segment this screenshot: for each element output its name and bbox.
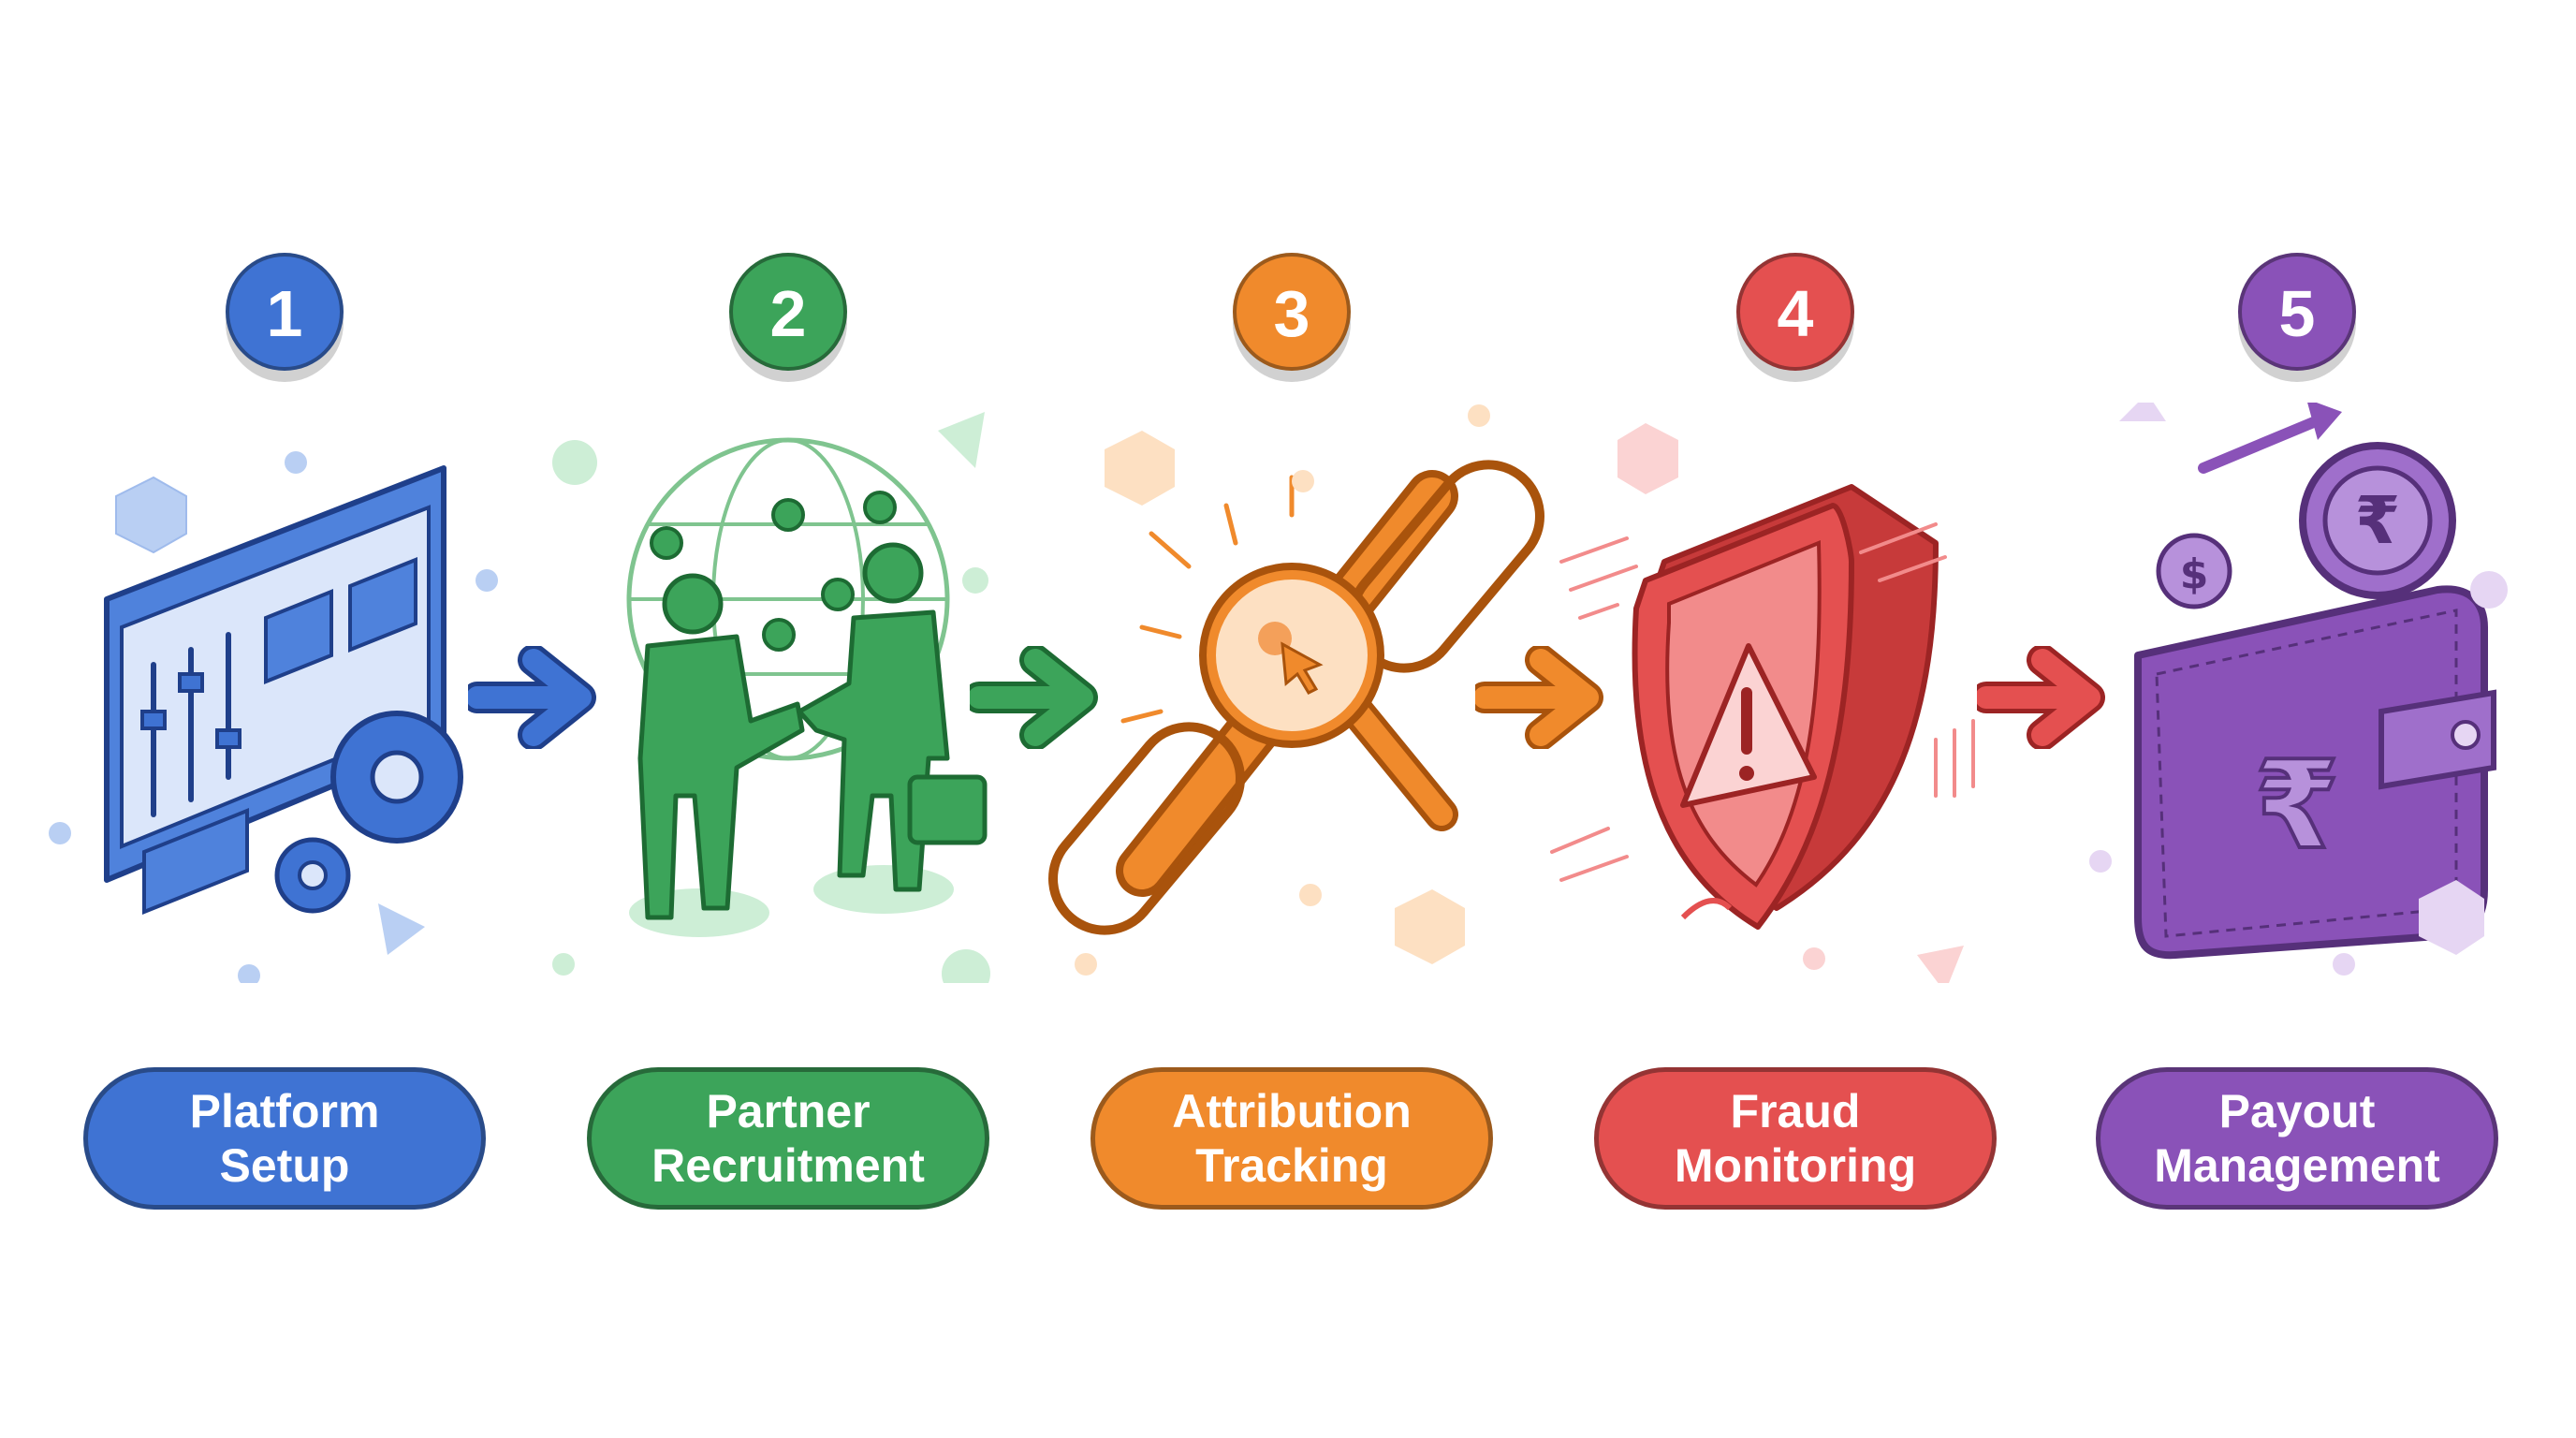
step-2: 2 Pa — [535, 0, 1041, 1438]
shield-warning-icon — [1550, 423, 1975, 983]
step-4-number: 4 — [1777, 277, 1814, 350]
step-4-label: Fraud Monitoring — [1594, 1067, 1997, 1210]
step-3-number: 3 — [1273, 277, 1310, 350]
step-1-number-badge: 1 — [226, 253, 344, 371]
svg-text:₹: ₹ — [2255, 734, 2339, 876]
step-4: 4 Fraud Monitoring — [1543, 0, 2048, 1438]
step-2-label: Partner Recruitment — [587, 1067, 989, 1210]
step-1-label-line2: Setup — [219, 1139, 350, 1192]
step-1-label: Platform Setup — [83, 1067, 486, 1210]
step-3-label: Attribution Tracking — [1090, 1067, 1493, 1210]
step-4-label-line1: Fraud — [1730, 1085, 1861, 1137]
step-2-label-line1: Partner — [706, 1085, 871, 1137]
arrow-right-icon — [468, 646, 596, 749]
step-4-number-badge: 4 — [1736, 253, 1854, 371]
step-5-label: Payout Management — [2096, 1067, 2498, 1210]
svg-text:₹: ₹ — [2355, 482, 2401, 559]
dashboard-gears-icon — [49, 451, 498, 983]
step-1-label-line1: Platform — [189, 1085, 380, 1137]
step-5-number-badge: 5 — [2238, 253, 2356, 371]
step-3-label-line1: Attribution — [1172, 1085, 1412, 1137]
arrow-right-icon — [1475, 646, 1603, 749]
arrow-right-icon — [1977, 646, 2105, 749]
arrow-right-icon — [970, 646, 1098, 749]
step-5: 5 ₹ $ ₹ ₹ Payout Management — [2044, 0, 2550, 1438]
step-4-label-line2: Monitoring — [1674, 1139, 1917, 1192]
step-1-number: 1 — [266, 277, 303, 350]
step-1: 1 Platform Setup — [32, 0, 537, 1438]
wallet-rupee-coins-icon: ₹ $ ₹ ₹ — [2089, 403, 2508, 976]
step-3-label-line2: Tracking — [1195, 1139, 1388, 1192]
step-2-label-line2: Recruitment — [651, 1139, 925, 1192]
svg-text:$: $ — [2180, 550, 2209, 598]
step-2-number-badge: 2 — [729, 253, 847, 371]
step-2-number: 2 — [769, 277, 807, 350]
step-3: 3 — [1039, 0, 1544, 1438]
step-5-label-line2: Management — [2154, 1139, 2440, 1192]
handshake-globe-icon — [552, 412, 990, 983]
step-5-number: 5 — [2278, 277, 2316, 350]
step-3-number-badge: 3 — [1233, 253, 1351, 371]
step-5-label-line1: Payout — [2218, 1085, 2376, 1137]
chain-link-magnifier-icon — [1048, 404, 1544, 976]
